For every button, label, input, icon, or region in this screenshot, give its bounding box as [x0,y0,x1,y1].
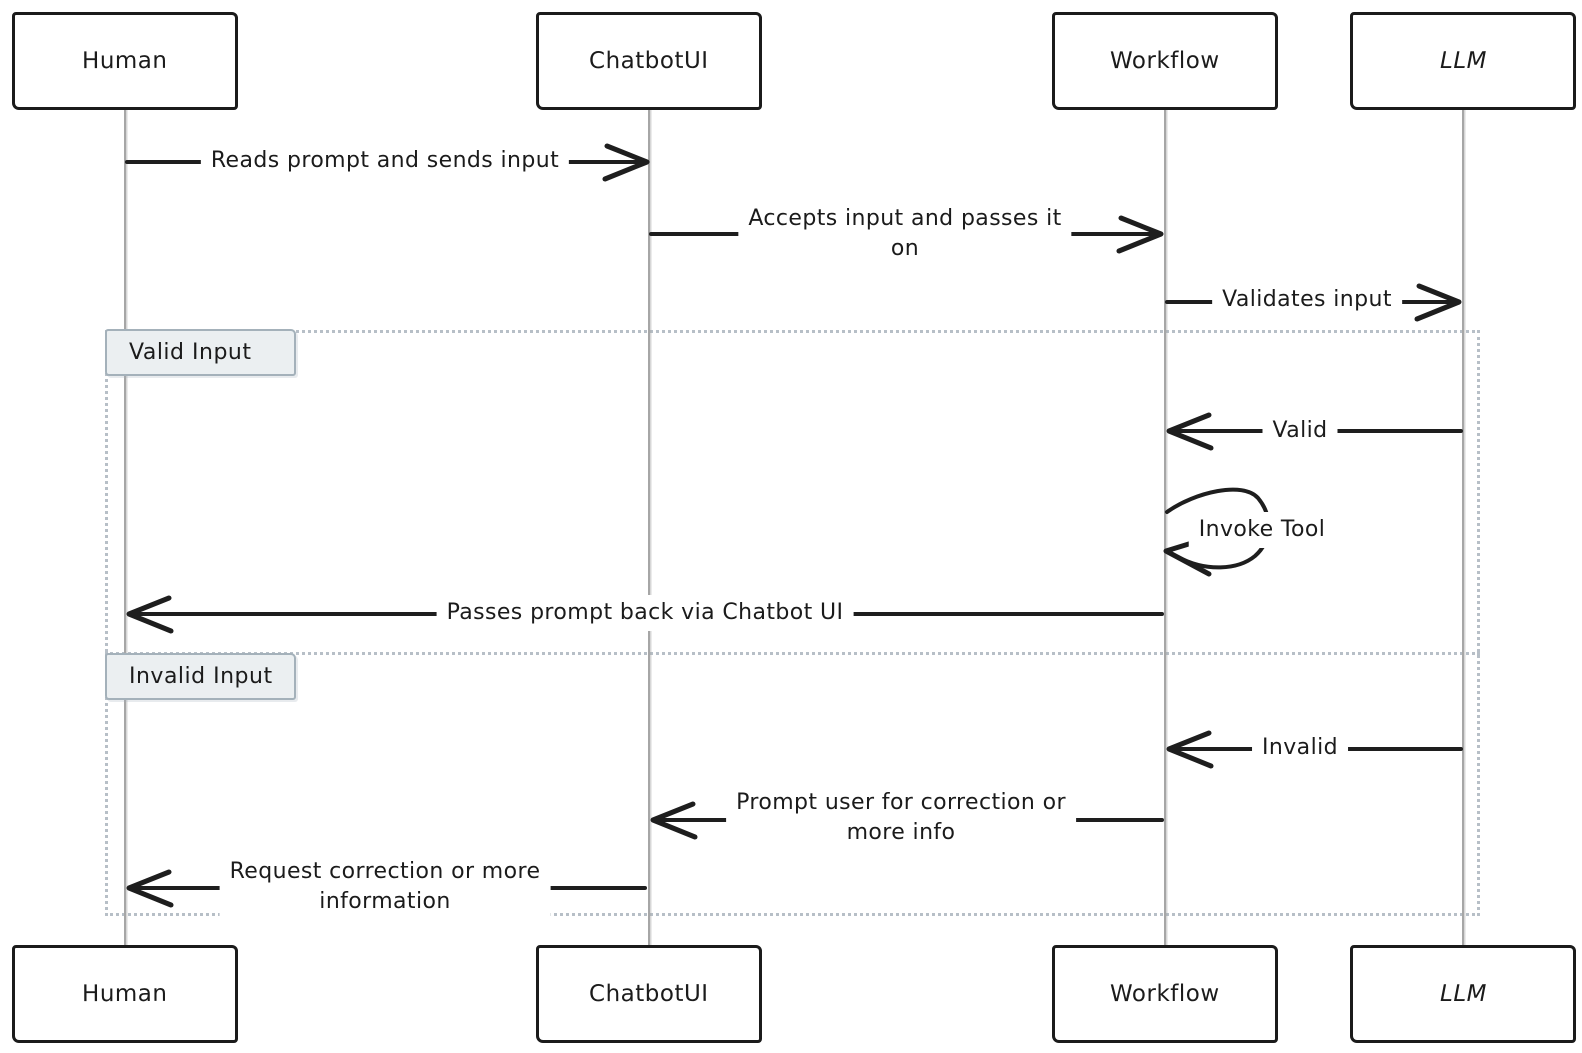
participant-chatbotui-bottom: ChatbotUI [536,945,762,1043]
lifeline-workflow [1164,110,1166,945]
participant-llm-bottom: LLM [1350,945,1576,1043]
message-label-prompt-user: Prompt user for correction or more info [726,785,1076,851]
participant-chatbotui-top-label: ChatbotUI [589,47,709,75]
participant-chatbotui-top: ChatbotUI [536,12,762,110]
participant-llm-bottom-label: LLM [1439,980,1487,1008]
alt-frame [105,330,1480,916]
message-label-invalid: Invalid [1252,730,1348,766]
participant-human-bottom: Human [12,945,238,1043]
participant-llm-top-label: LLM [1439,47,1487,75]
participant-human-top-label: Human [82,47,168,75]
section-label-invalid-input-text: Invalid Input [129,664,273,689]
participant-human-bottom-label: Human [82,980,168,1008]
lifeline-human [124,110,126,945]
participant-llm-top: LLM [1350,12,1576,110]
participant-workflow-bottom-label: Workflow [1110,980,1220,1008]
message-label-validates-input: Validates input [1212,282,1402,318]
message-label-invoke-tool: Invoke Tool [1188,512,1336,548]
lifeline-llm [1462,110,1464,945]
message-label-passes-prompt-back: Passes prompt back via Chatbot UI [436,595,854,631]
message-label-reads-prompt: Reads prompt and sends input [200,143,570,179]
alt-section-divider [105,652,1480,655]
message-label-valid: Valid [1262,413,1338,449]
participant-workflow-top: Workflow [1052,12,1278,110]
section-label-invalid-input: Invalid Input [105,653,296,700]
message-label-accepts-input: Accepts input and passes it on [738,201,1072,267]
section-label-valid-input: Valid Input [105,329,296,376]
lifeline-chatbotui [648,110,650,945]
participant-chatbotui-bottom-label: ChatbotUI [589,980,709,1008]
participant-workflow-bottom: Workflow [1052,945,1278,1043]
section-label-valid-input-text: Valid Input [129,340,252,365]
participant-workflow-top-label: Workflow [1110,47,1220,75]
message-label-request-correction: Request correction or more information [219,854,551,920]
participant-human-top: Human [12,12,238,110]
